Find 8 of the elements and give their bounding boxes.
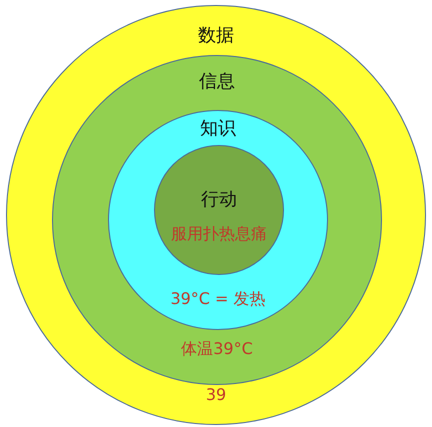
example-text: 体温39°C <box>181 338 253 360</box>
example-text: 39 <box>206 384 226 406</box>
circle-title: 信息 <box>199 71 235 93</box>
example-text: 39°C = 发热 <box>170 288 266 310</box>
circle-title: 数据 <box>198 25 234 47</box>
circle-title: 知识 <box>200 118 236 140</box>
example-text: 服用扑热息痛 <box>171 223 267 245</box>
circle-title: 行动 <box>201 189 237 211</box>
